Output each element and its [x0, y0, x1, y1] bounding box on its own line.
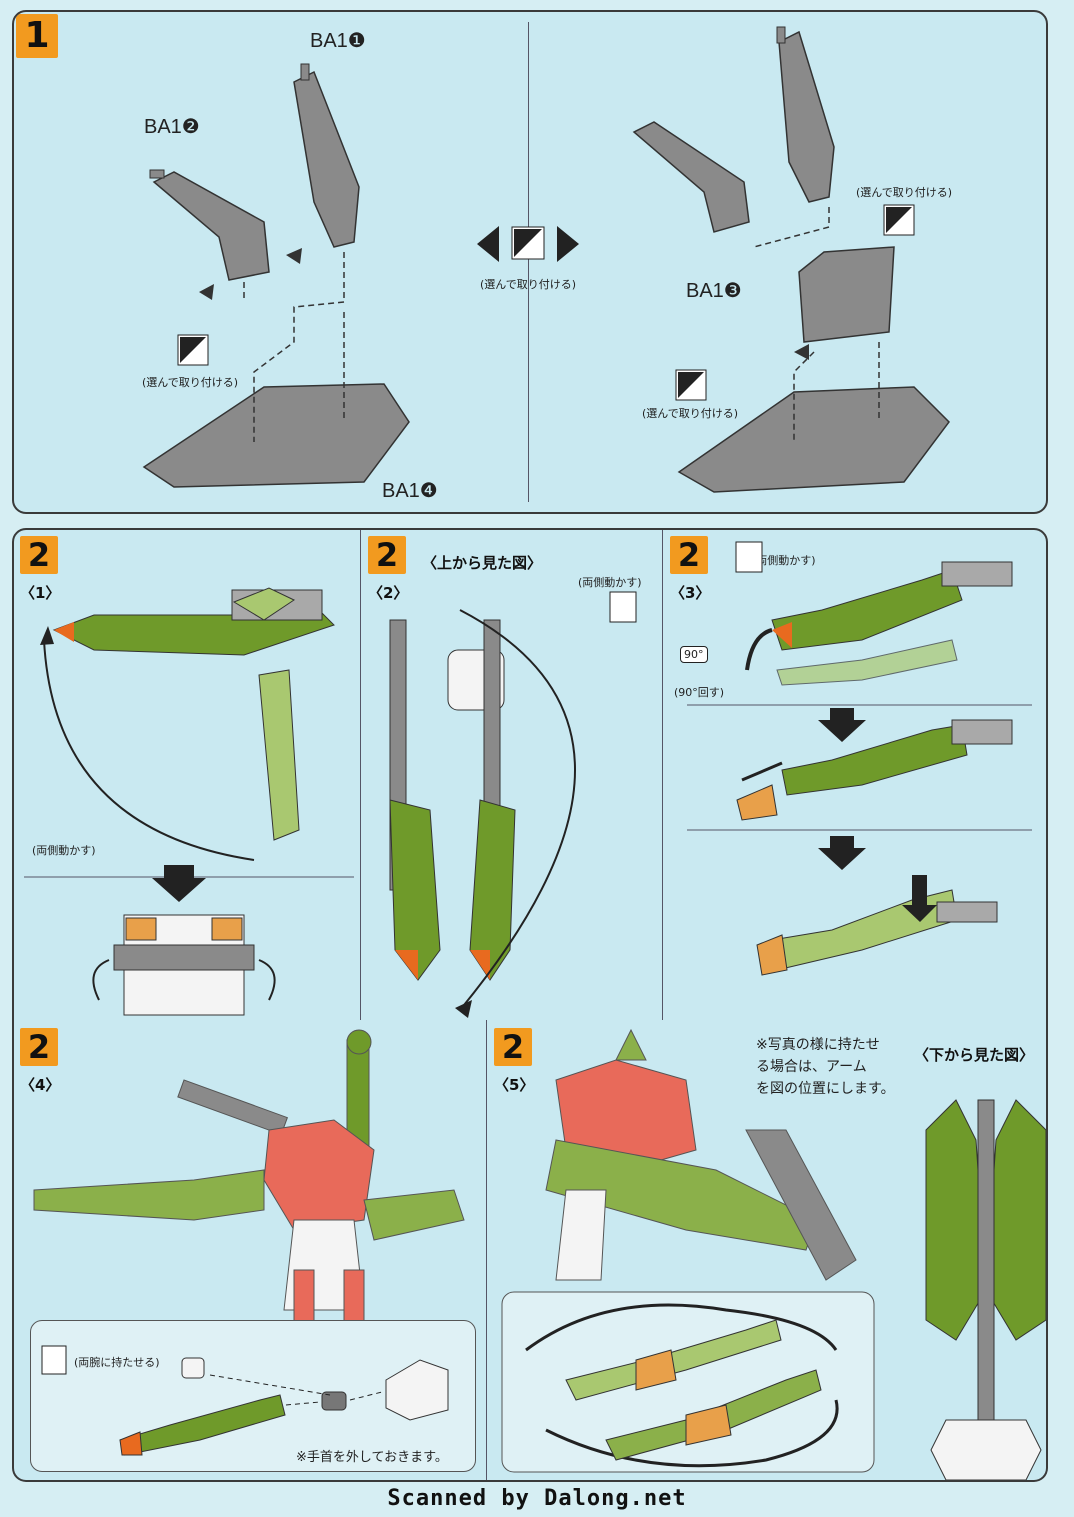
sub-step-label: 〈4〉	[20, 1076, 61, 1094]
step-number: 2	[494, 1028, 532, 1066]
hold-position-note: ※写真の様に持たせ る場合は、アーム を図の位置にします。	[756, 1034, 895, 1100]
select-attach-note-right-bottom: (選んで取り付ける)	[642, 407, 739, 420]
move-both-note: (両側動かす)	[578, 576, 642, 589]
part-label-ba11: BA1❶	[310, 30, 366, 52]
select-attach-note: (選んで取り付ける)	[142, 376, 239, 389]
remove-wrist-note: ※手首を外しておきます。	[296, 1450, 448, 1465]
rotate-badge: 90°	[680, 646, 708, 663]
bottom-view-heading: 〈下から見た図〉	[914, 1046, 1035, 1064]
sub-step-label: 〈5〉	[494, 1076, 535, 1094]
stand-left-diagram	[142, 26, 950, 493]
step-2-4-panel: 2 〈4〉 (両腕に持たせる) ※手首を外しておきます。 2 〈5〉 ※写真の様…	[12, 1020, 1048, 1482]
part-label-ba13: BA1❸	[686, 280, 742, 302]
top-view-diagram	[389, 591, 637, 1018]
step-number: 2	[20, 1028, 58, 1066]
move-both-note: (両側動かす)	[32, 844, 96, 857]
step-2-1-panel: 2 〈1〉 (両側動かす) 2 〈2〉 〈上から見た図〉 (両側動かす)	[12, 528, 1048, 1024]
rotate-label: (90°回す)	[674, 686, 725, 699]
divider	[662, 530, 663, 1022]
divider	[486, 1020, 487, 1480]
rotate-slide-diagram	[687, 541, 1032, 976]
divider	[528, 22, 529, 502]
weapon-rotation-diagram	[24, 587, 354, 1016]
sub-step-label: 〈1〉	[20, 584, 61, 602]
step-number: 2	[368, 536, 406, 574]
step-1-panel: 1 BA1❶ BA1❷ BA1❹ (選んで取り付ける)	[12, 10, 1048, 514]
step-number: 2	[670, 536, 708, 574]
select-attach-note-center: (選んで取り付ける)	[480, 278, 577, 291]
step-number: 1	[16, 14, 58, 58]
note-line: る場合は、アーム	[756, 1059, 867, 1075]
step-number: 2	[20, 536, 58, 574]
top-view-heading: 〈上から見た図〉	[422, 554, 543, 572]
robot-photo-4	[33, 1029, 465, 1331]
sub-step-label: 〈3〉	[670, 584, 711, 602]
hold-both-note: (両腕に持たせる)	[74, 1356, 160, 1369]
select-attach-note-right-top: (選んで取り付ける)	[856, 186, 953, 199]
robot-photo-5	[501, 1028, 1046, 1480]
divider	[360, 530, 361, 1022]
part-label-ba12: BA1❷	[144, 116, 200, 138]
move-both-note: (両側動かす)	[752, 554, 816, 567]
footer-credit: Scanned by Dalong.net	[387, 1486, 687, 1511]
note-line: ※写真の様に持たせ	[756, 1037, 880, 1053]
sub-step-label: 〈2〉	[368, 584, 409, 602]
note-line: を図の位置にします。	[756, 1081, 895, 1097]
hand-attach-diagram	[41, 1345, 449, 1456]
part-label-ba14: BA1❹	[382, 480, 438, 502]
